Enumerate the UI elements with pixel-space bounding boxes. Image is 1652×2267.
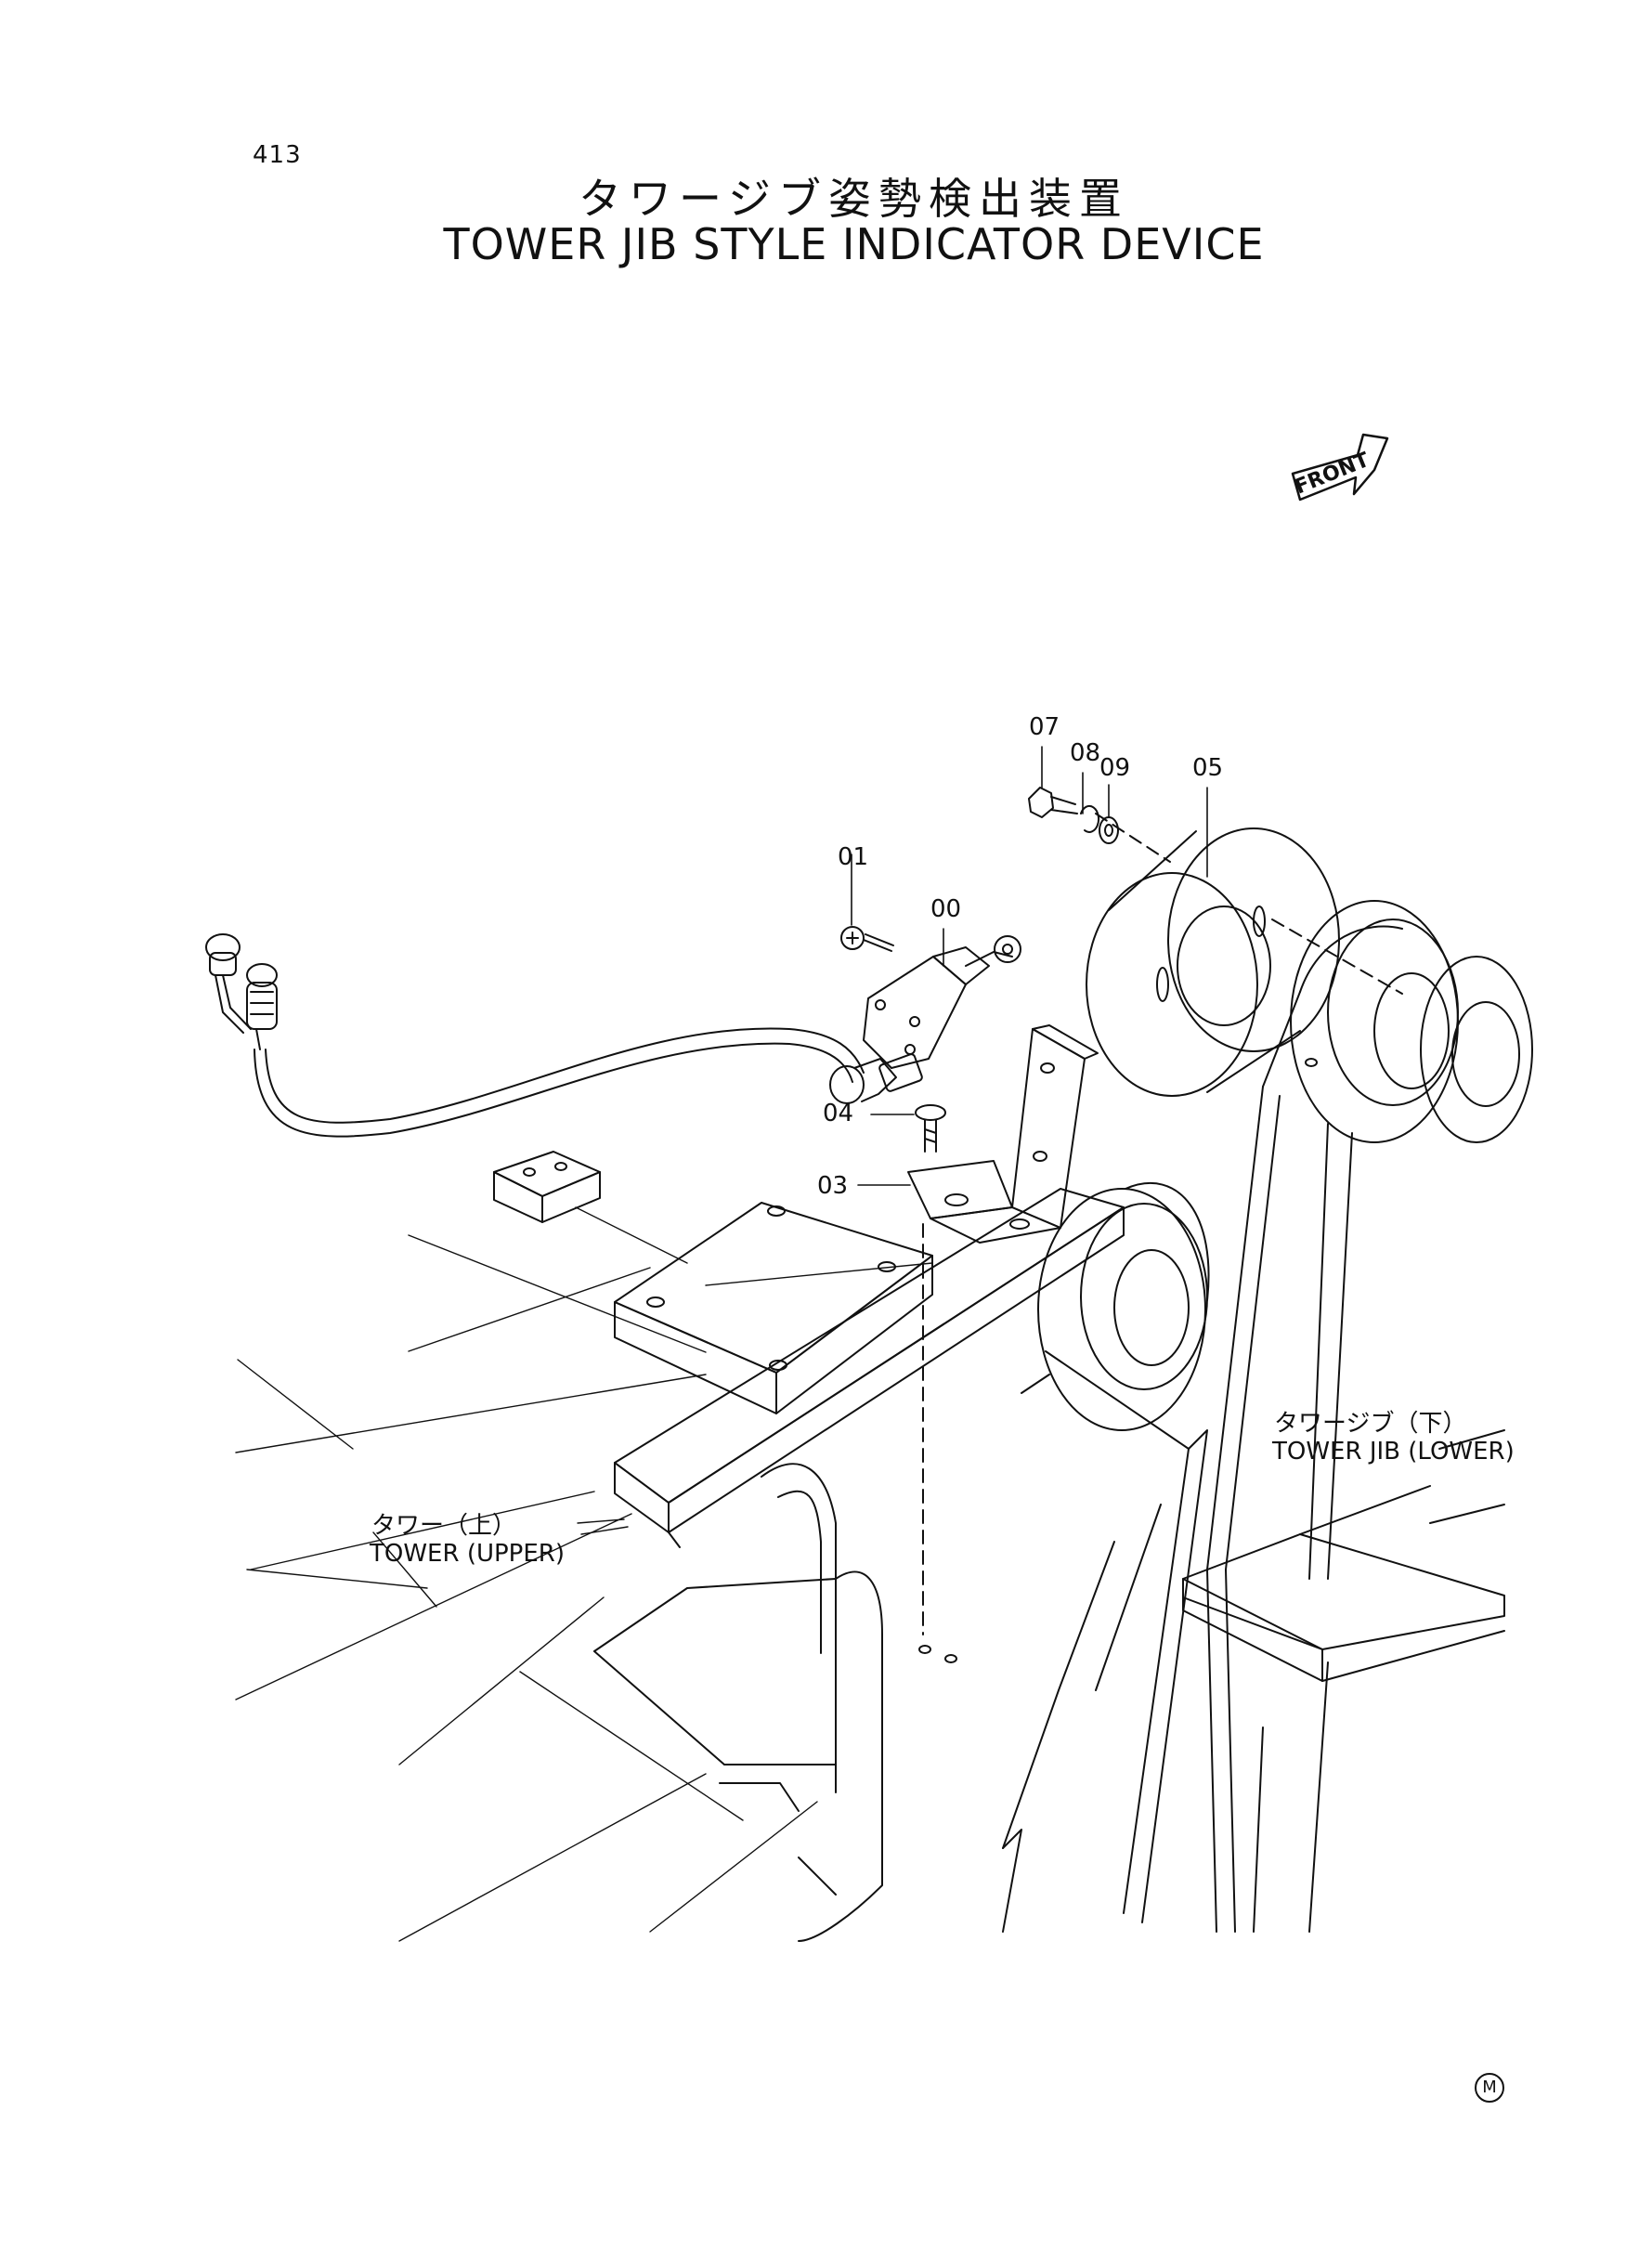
- block-part: [494, 1152, 600, 1222]
- callout-03: 03: [817, 1172, 849, 1200]
- connector-cap: [206, 934, 240, 960]
- callout-01: 01: [838, 843, 869, 871]
- tower-upper-structure: [594, 1183, 1209, 1941]
- callout-04: 04: [823, 1100, 854, 1127]
- roller-icon: [995, 936, 1021, 962]
- page-number: 413: [253, 141, 302, 169]
- spacer-ring: [1086, 814, 1402, 1096]
- tower-upper-label-en: TOWER (UPPER): [370, 1540, 565, 1568]
- callout-07: 07: [1029, 713, 1060, 741]
- tower-upper-label-jp: タワー（上）: [371, 1512, 517, 1540]
- connector-plug: [247, 964, 277, 986]
- callout-05: 05: [1192, 754, 1224, 782]
- title-japanese: タワージブ姿勢検出装置: [578, 174, 1130, 224]
- bolt-04: [916, 1105, 945, 1152]
- tower-jib-lower-label-en: TOWER JIB (LOWER): [1272, 1438, 1515, 1466]
- screw-01: [841, 927, 893, 951]
- callout-08: 08: [1070, 739, 1101, 767]
- front-arrow-icon: FRONT: [1292, 435, 1387, 500]
- limit-switch: [864, 936, 1021, 1092]
- tower-jib-lower-structure: [1183, 901, 1532, 1932]
- harness-cable: [206, 934, 896, 1137]
- footer-mark: M: [1475, 2073, 1504, 2103]
- callout-leaders: [852, 747, 1207, 1185]
- front-arrow-label: FRONT: [1292, 449, 1372, 500]
- bolt-07: [1029, 788, 1077, 817]
- callout-00: 00: [930, 895, 962, 923]
- spring-washer-08: [1081, 806, 1099, 832]
- tower-jib-lower-label-jp: タワージブ（下）: [1274, 1410, 1467, 1438]
- callout-09: 09: [1099, 754, 1131, 782]
- washer-09: [1099, 817, 1118, 843]
- title-english: TOWER JIB STYLE INDICATOR DEVICE: [443, 219, 1265, 269]
- perspective-lines: [236, 1207, 932, 1941]
